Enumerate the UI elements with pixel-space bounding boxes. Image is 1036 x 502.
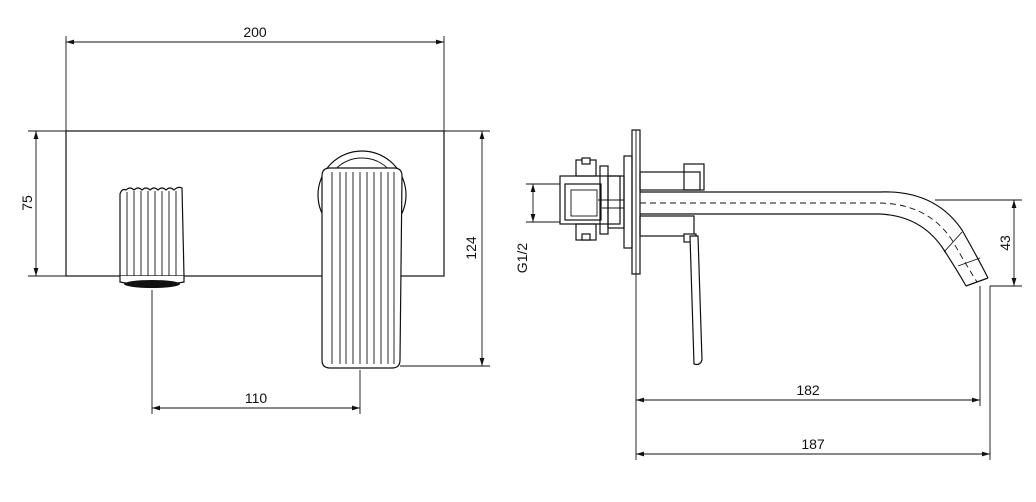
spout [640,191,989,287]
dim-label-43: 43 [997,235,1013,251]
dim-label-110: 110 [245,390,268,406]
front-view: 200 75 124 110 [19,24,490,414]
dim-plate-height: 75 [19,130,66,277]
dim-label-200: 200 [243,24,267,40]
dim-front-width: 200 [65,24,445,131]
side-view: G1/2 43 182 187 [514,129,1022,460]
dim-label-thread: G1/2 [514,243,530,274]
dim-label-75: 75 [19,195,35,211]
diverter-handle [119,186,185,288]
dim-spout-reach: 182 [635,274,981,460]
wall-flange [623,129,705,275]
aerator-outlet [124,280,180,288]
dim-label-187: 187 [801,436,825,452]
side-lever [689,235,703,366]
dim-spout-drop: 43 [935,199,1022,287]
concealed-body [559,157,625,241]
wall-plate [65,130,445,277]
mixer-lever [317,150,407,369]
dim-thread: G1/2 [514,183,560,274]
dim-total-height: 124 [400,130,490,367]
dim-label-124: 124 [463,236,479,260]
dim-label-182: 182 [796,382,820,398]
dim-overall-depth: 187 [636,286,991,460]
dim-spacing: 110 [151,290,361,414]
